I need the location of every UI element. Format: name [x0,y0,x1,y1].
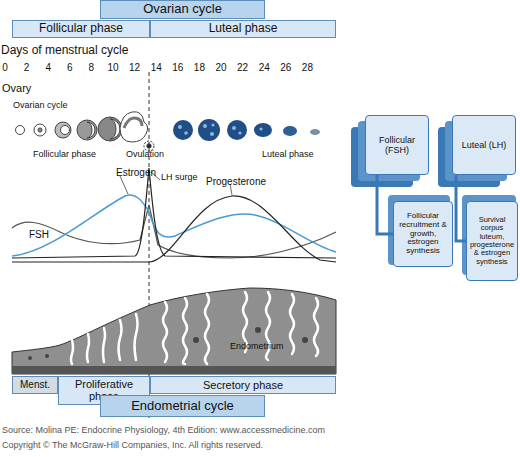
hormone-box: Luteal (LH) [452,115,516,175]
estrogen-curve [12,195,336,256]
row-label: Ovarian cycle [13,101,68,111]
corpus-luteum-row [173,119,320,141]
box-text: Ovarian cycle [143,2,222,17]
day-number: 2 [24,62,30,73]
box-text: Luteal (LH) [462,140,507,150]
day-number: 4 [45,62,51,73]
function-box: Follicular recruitment & growth, estroge… [393,201,453,267]
phase-box: Secretory phase [150,376,336,394]
box-text: Follicular recruitment & growth, estroge… [395,212,451,257]
day-number: 10 [107,62,118,73]
hormone-label: FSH [29,229,49,240]
hormone-box: Follicular (FSH) [365,115,429,175]
hormone-label: LH surge [161,173,198,183]
box-text: Survival corpus luteum, progesterone & e… [468,216,516,266]
day-number: 6 [67,62,73,73]
box-text: Secretory phase [203,379,283,391]
day-number: 22 [237,62,248,73]
connector-line [377,175,393,234]
day-number: 14 [151,62,162,73]
gland-pattern [71,292,318,364]
hormone-label: Estrogen [116,167,156,178]
day-number: 18 [194,62,205,73]
box-text: Follicular phase [39,22,123,35]
box-text: Follicular (FSH) [367,135,427,155]
phase-box: Follicular phase [12,20,150,38]
box-text: Menst. [20,379,50,390]
phase-label: Luteal phase [262,150,314,160]
day-number: 8 [89,62,95,73]
organ-label: Ovary [2,82,31,94]
axis-title: Days of menstrual cycle [1,44,128,57]
connector-line [456,175,466,241]
day-number: 0 [2,62,8,73]
function-box: Survival corpus luteum, progesterone & e… [466,201,518,281]
box-text: Endometrial cycle [131,399,234,414]
phase-label: Follicular phase [33,150,96,160]
hormone-label: Progesterone [206,176,266,187]
tissue-label: Endometrium [230,342,284,352]
basal-layer [12,366,336,374]
endometrium-layer [12,288,336,374]
phase-band: Endometrial cycle [100,395,265,417]
progesterone-curve [12,196,336,262]
day-number: 12 [129,62,140,73]
phase-box: Luteal phase [150,20,336,38]
day-number: 26 [280,62,291,73]
follicle-row [16,112,155,151]
event-label: Ovulation [126,150,164,160]
vessel-spots [28,327,308,360]
day-number: 20 [215,62,226,73]
day-number: 24 [259,62,270,73]
box-text: Luteal phase [209,22,278,35]
phase-box: Menst. [12,376,58,394]
day-number: 28 [302,62,313,73]
phase-band: Ovarian cycle [100,0,265,19]
day-number: 16 [172,62,183,73]
copyright-note: Copyright © The McGraw-Hill Companies, I… [2,441,263,451]
source-note: Source: Molina PE: Endocrine Physiology,… [2,426,325,436]
